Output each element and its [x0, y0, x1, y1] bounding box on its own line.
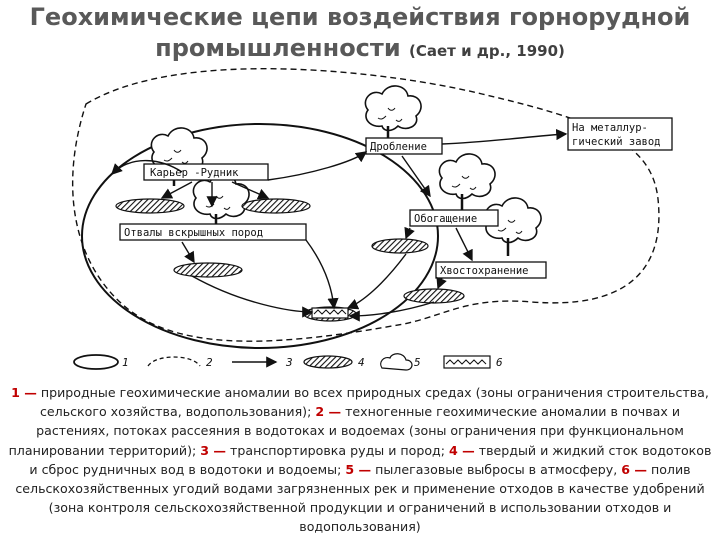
legend-1: 1: [122, 356, 129, 369]
slide-title: Геохимические цепи воздействия горнорудн…: [0, 2, 720, 67]
caption-text-4: твердый и жидкий сток водотоков и сброс …: [29, 442, 712, 477]
legend-5: 5: [414, 356, 421, 369]
label-enrichment: Обогащение: [414, 213, 477, 225]
label-plant-line1: На металлур-: [572, 122, 648, 134]
caption-num-1: 1 —: [11, 385, 37, 400]
caption-num-4: 4 —: [449, 442, 475, 458]
caption-text-2: техногенные геохимические аномалии в поч…: [8, 404, 684, 458]
label-plant-line2: гический завод: [572, 136, 661, 148]
caption-text-5: пылегазовые выбросы в атмосферу,: [371, 461, 622, 477]
caption-text-6: полив сельскохозяйственных угодий водами…: [15, 461, 705, 535]
caption-num-6: 6 —: [621, 461, 647, 477]
legend-2: 2: [206, 356, 213, 369]
zone-anthropogenic: [72, 68, 660, 342]
caption-num-5: 5 —: [345, 461, 372, 477]
title-line-2: промышленности (Сает и др., 1990): [0, 33, 720, 67]
title-line-2-text: промышленности: [155, 34, 401, 62]
title-line-1: Геохимические цепи воздействия горнорудн…: [29, 3, 691, 31]
legend-caption: 1 — природные геохимические аномалии во …: [4, 383, 716, 537]
caption-text-1: природные геохимические аномалии во всех…: [36, 385, 709, 420]
label-crushing: Дробление: [370, 141, 427, 153]
geochemical-chains-diagram: Карьер -Рудник Отвалы вскрышных пород Др…: [62, 64, 680, 384]
legend-3: 3: [285, 356, 293, 369]
label-tailings: Хвостохранение: [440, 265, 529, 277]
zone-natural: [81, 123, 439, 349]
title-source: (Сает и др., 1990): [409, 42, 565, 60]
caption-num-3: 3 —: [200, 442, 227, 458]
label-dumps: Отвалы вскрышных пород: [124, 227, 263, 239]
legend-6: 6: [496, 356, 503, 369]
legend-4: 4: [358, 356, 365, 369]
caption-num-2: 2 —: [315, 404, 342, 420]
caption-text-3: транспортировка руды и пород;: [226, 442, 450, 458]
label-quarry: Карьер -Рудник: [150, 167, 239, 179]
legend: 1 2 3 4 5 6: [73, 353, 503, 371]
